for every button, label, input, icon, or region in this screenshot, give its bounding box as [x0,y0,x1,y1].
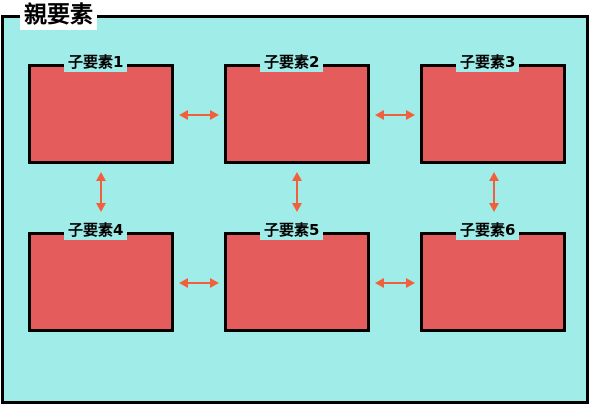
child-element-label-2: 子要素2 [260,52,324,72]
child-element-box-1 [28,64,174,164]
arrow-2-3 [375,110,415,120]
child-element-label-1: 子要素1 [64,52,128,72]
arrow-1-2 [179,110,219,120]
child-element-label-6: 子要素6 [456,220,520,240]
child-element-box-3 [420,64,566,164]
parent-element-label: 親要素 [20,0,97,30]
arrow-5-6 [375,278,415,288]
child-element-box-2 [224,64,370,164]
child-element-label-5: 子要素5 [260,220,324,240]
child-element-label-3: 子要素3 [456,52,520,72]
child-element-label-4: 子要素4 [64,220,128,240]
arrow-4-5 [179,278,219,288]
arrow-3-6 [489,172,499,212]
child-element-box-4 [28,232,174,332]
child-element-box-6 [420,232,566,332]
arrow-2-5 [292,172,302,212]
arrow-1-4 [96,172,106,212]
